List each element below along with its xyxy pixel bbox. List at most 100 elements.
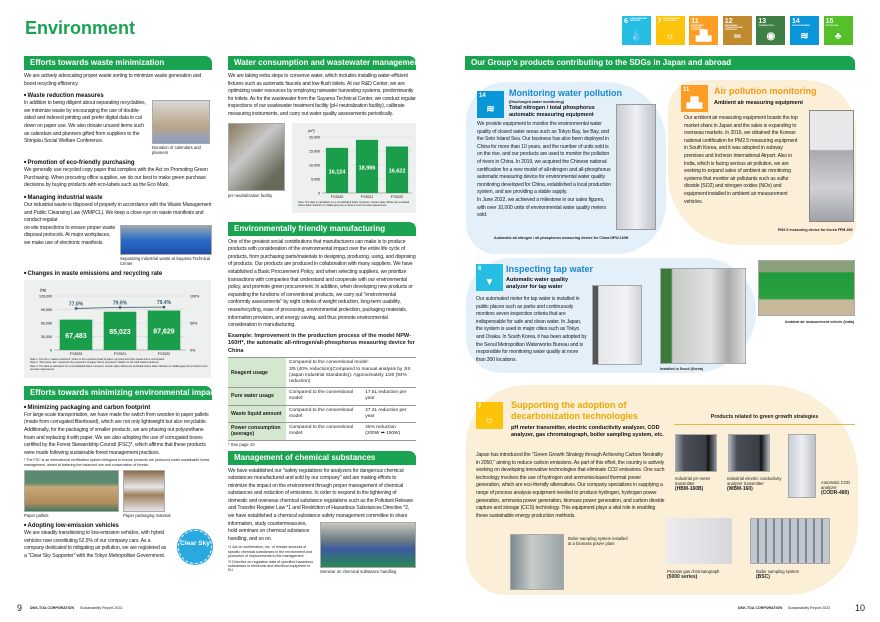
- tap-water-caption: Installed in Seoul (Korea): [660, 367, 704, 371]
- sdg-12-icon: 12 RESPONSIBLE CONSUMPTION AND PRODUCTIO…: [722, 16, 752, 45]
- packaging-text: For large-scale transportation, we have …: [24, 411, 209, 456]
- footer-company-left: DKK-TOA CORPORATION: [30, 606, 75, 610]
- y-tick-label: 60,000: [41, 321, 52, 325]
- sdg-11-icon: 11 SUSTAINABLE CITIES AND COMMUNITIES▟▙: [689, 16, 719, 45]
- air-pollution-text: Our ambient air measuring equipment boas…: [684, 115, 798, 205]
- y-tick-label: 0: [50, 348, 52, 352]
- biomass-boiler-photo: [510, 534, 564, 590]
- products-header: Products related to green growth strateg…: [674, 414, 855, 425]
- vehicle-caption: Ambient air measurement vehicle (India): [785, 320, 855, 324]
- decarbonization-subtitle: pH meter transmitter, electric conductiv…: [511, 425, 664, 438]
- section-header-chemical: Management of chemical substances: [228, 450, 416, 465]
- section-header-waste: Efforts towards waste minimization: [24, 56, 212, 70]
- y-tick-label: 30,000: [41, 335, 52, 339]
- boiler-sampling-system-photo: [750, 518, 830, 564]
- packaging-photos: Paper pallets Paper packaging material: [24, 470, 212, 518]
- air-pollution-caption: PM2.5 measuring device for Korea FPM-368: [778, 228, 853, 232]
- tap-water-analyzer-photo: [592, 285, 642, 365]
- industrial-waste-text: Our industrial waste is disposed of prop…: [24, 201, 212, 224]
- bar-value-label: 87,629: [153, 328, 175, 335]
- water-pollution-caption: Automatic all-nitrogen / all-phosphorus …: [494, 236, 629, 240]
- product-gas-chromatograph: Process gas chromatograph(5000 series): [667, 569, 720, 580]
- sdg-14-badge: 14≋: [477, 91, 504, 118]
- y-axis-unit: (kg): [40, 288, 46, 292]
- x-tick-label: FY2022: [158, 352, 171, 356]
- page-number-left: 9: [17, 603, 23, 613]
- recycling-rate-point: [118, 305, 122, 309]
- section-header-manufacturing: Environmentally friendly manufacturing: [228, 221, 416, 236]
- chemical-text-2: information, study countermeasures, hold…: [228, 520, 310, 542]
- waste-reduction-title: Waste reduction measures: [24, 91, 212, 100]
- fsc-note: * The FSC is an international certificat…: [24, 458, 210, 467]
- waste-reduction-text: In addition to being diligent about sepa…: [24, 100, 146, 145]
- seminar-photo: [320, 521, 416, 568]
- seoul-installation-photo: [660, 268, 746, 364]
- waste-chart-notes: Note 1. The term "waste emissions" refer…: [30, 357, 208, 371]
- calendar-donation-figure: Donation of calendars and planners: [152, 100, 212, 155]
- footer-company-right: DKK-TOA CORPORATION: [738, 606, 783, 610]
- sdg-14-icon: 14 LIFE BELOW WATER≋: [790, 16, 819, 45]
- calendar-donation-caption: Donation of calendars and planners: [152, 145, 201, 156]
- x-tick-label: FY2021: [361, 195, 374, 199]
- industrial-waste-figure: Separating industrial waste at Sayama Te…: [120, 224, 212, 266]
- tap-water-title: Inspecting tap water: [506, 264, 594, 274]
- chemical-note-2: *2 Directive on regulation data of speci…: [228, 559, 314, 573]
- calendar-donation-photo: [152, 100, 210, 145]
- decarbonization-text: Japan has introduced the "Green Growth S…: [476, 452, 665, 519]
- y-tick-label: 20,000: [309, 135, 320, 139]
- waste-chart-title: Changes in waste emissions and recycling…: [24, 269, 212, 278]
- example-title: Example: Improvement in the production p…: [228, 332, 415, 354]
- x-tick-label: FY2020: [331, 195, 344, 199]
- sdg-7-badge: 7☼: [476, 402, 503, 429]
- conductivity-analyzer-photo: [728, 434, 770, 472]
- waste-intro: We are actively advocating proper waste …: [24, 73, 202, 87]
- tree-icon: ♣: [834, 31, 842, 42]
- industrial-waste-title: Managing industrial waste: [24, 193, 212, 202]
- section-header-impact: Efforts towards minimizing environmental…: [24, 385, 212, 400]
- water-text: We are taking extra steps to conserve wa…: [228, 73, 416, 117]
- y-tick-label: 15,000: [309, 149, 320, 153]
- right-tick-label: 100%: [190, 294, 200, 298]
- air-pollution-title: Air pollution monitoring: [714, 86, 817, 96]
- paper-packaging-caption: Paper packaging material: [123, 513, 171, 519]
- left-column: Efforts towards waste minimization We ar…: [24, 56, 212, 565]
- product-boiler-sampling: Boiler sampling system(BSC): [756, 569, 800, 580]
- paper-packaging-photo: [123, 470, 165, 513]
- bar: [147, 310, 181, 350]
- eye-globe-icon: ◉: [766, 31, 776, 42]
- sun-icon: ☼: [665, 31, 675, 42]
- cod-analyzer-photo: [788, 434, 816, 498]
- city-icon: ▟▙: [686, 98, 703, 109]
- bar: [103, 311, 137, 350]
- x-tick-label: FY2020: [70, 352, 83, 356]
- right-tick-label: 50%: [190, 321, 198, 325]
- product-conductivity: Industrial electric conductivity analyze…: [727, 476, 782, 492]
- x-tick-label: FY2021: [114, 352, 127, 356]
- industrial-waste-text-2: on-site inspections to ensure proper was…: [24, 224, 116, 246]
- bar: [355, 139, 379, 193]
- water-pollution-text: We provide equipment to monitor the envi…: [477, 121, 612, 219]
- vehicles-text: We are steadily transitioning to low-emi…: [24, 530, 167, 559]
- measurement-vehicle-photo: [758, 260, 855, 316]
- air-pollution-subtitle: Ambient air measuring equipment: [714, 100, 803, 106]
- recycling-rate-label: 77.0%: [69, 301, 84, 307]
- table-row: Power consumption (average)Compared to t…: [228, 422, 416, 441]
- sdg-11-badge: 11▟▙: [681, 85, 708, 112]
- water-pollution-subtitle-small: (Discharged water monitoring): [509, 100, 565, 104]
- tap-water-text: Our automated meter for tap water is ins…: [476, 296, 587, 363]
- bar-value-label: 85,023: [109, 329, 131, 336]
- bar-value-label: 16,622: [389, 168, 406, 174]
- ph-facility-photo: [228, 122, 285, 191]
- chemical-text: We have established our "safety regulati…: [228, 467, 413, 520]
- recycling-rate-label: 79.0%: [113, 300, 128, 306]
- y-tick-label: 90,000: [41, 308, 52, 312]
- product-cod: Automatic COD analyzer(CODR-480): [821, 480, 851, 496]
- section-header-sdgs: Our Group's products contributing to the…: [465, 56, 855, 70]
- chemical-bottom-row: information, study countermeasures, hold…: [228, 521, 416, 574]
- city-icon: ▟▙: [695, 31, 712, 42]
